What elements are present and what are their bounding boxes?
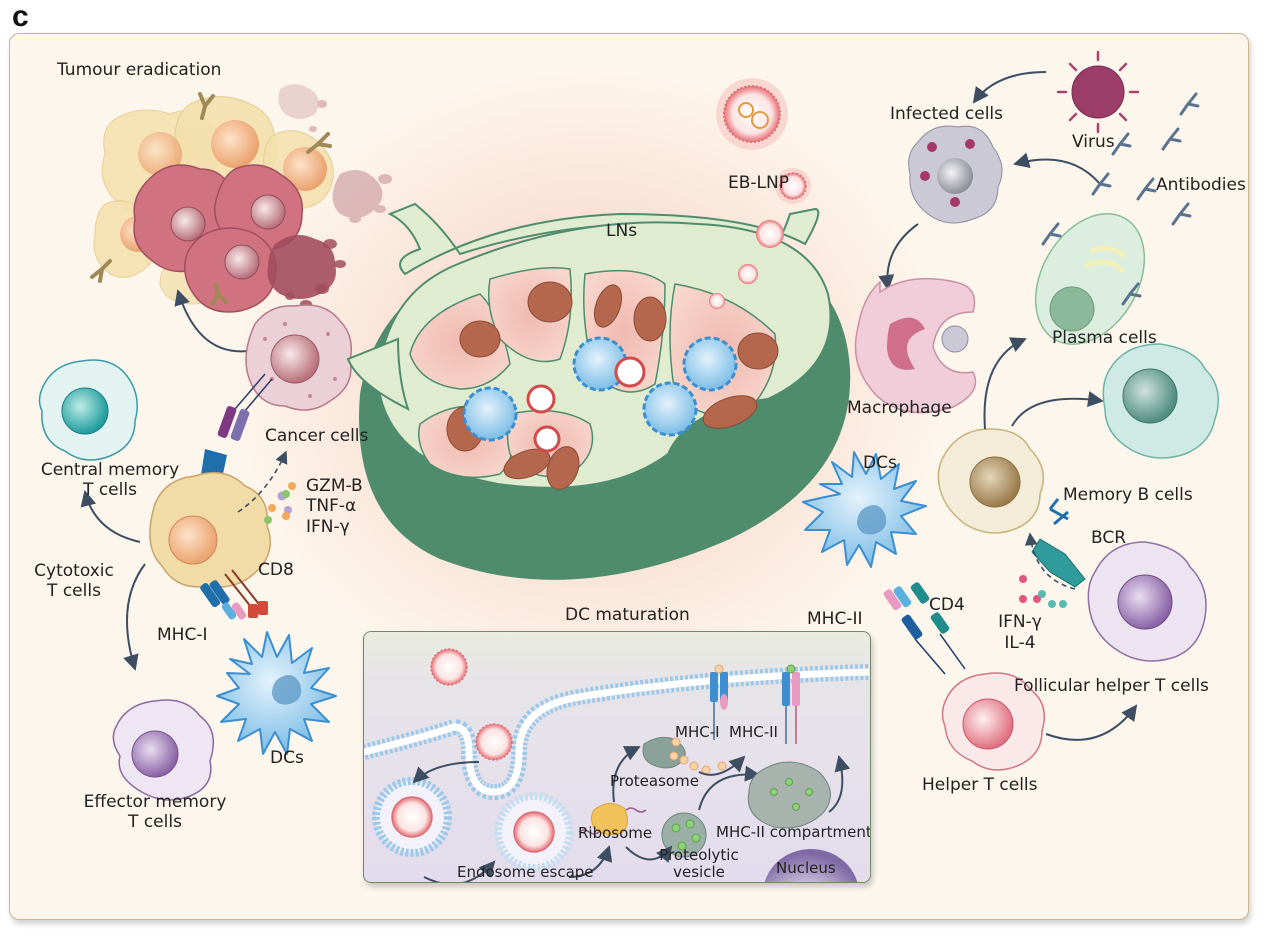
- label-cytokines-left: GZM-B TNF-α IFN-γ: [306, 476, 363, 537]
- arrow-virus-to-infected: [972, 71, 1047, 104]
- label-follicular-helper-t-cells: Follicular helper T cells: [1014, 676, 1209, 696]
- label-eb-lnp: EB-LNP: [728, 173, 789, 193]
- memory-b-cell-icon: [1102, 343, 1220, 459]
- label-line: Central memory: [40, 460, 180, 480]
- inset-label-proteolytic-vesicle: Proteolytic vesicle: [654, 846, 744, 882]
- label-cd8: CD8: [258, 560, 294, 580]
- label-cytokines-right: IFN-γ IL-4: [990, 612, 1050, 655]
- label-line: vesicle: [673, 863, 725, 882]
- label-ifn-gamma: IFN-γ: [306, 516, 350, 537]
- antibody-icons: [1041, 92, 1200, 306]
- arrow-to-effector-memory: [123, 563, 146, 671]
- bcr-complex: [1031, 498, 1086, 588]
- follicular-helper-t-cell-icon: [1087, 541, 1207, 662]
- label-central-memory-t-cells: Central memory T cells: [30, 460, 190, 500]
- label-tumour-eradication: Tumour eradication: [57, 60, 222, 80]
- lymph-node-icon: [346, 202, 851, 580]
- label-lns: LNs: [606, 221, 638, 241]
- figure-panel: Tumour eradication Cancer cells Central …: [9, 33, 1249, 920]
- illustration: [38, 50, 1220, 801]
- inset-label-nucleus: Nucleus: [776, 859, 836, 877]
- cytotoxic-t-cell-icon: [149, 471, 272, 620]
- label-plasma-cells: Plasma cells: [1052, 328, 1157, 348]
- label-helper-t-cells: Helper T cells: [922, 775, 1038, 795]
- label-ifn-gamma-right: IFN-γ: [998, 612, 1042, 632]
- label-virus: Virus: [1072, 132, 1115, 152]
- label-tnf-alpha: TNF-α: [306, 496, 357, 517]
- mhc-molecules: [710, 664, 800, 744]
- label-gzm-b: GZM-B: [306, 476, 363, 496]
- dendritic-cell-icon: [216, 631, 337, 755]
- dendritic-cell-right-icon: [802, 451, 927, 568]
- label-dcs-left: DCs: [270, 748, 304, 768]
- arrow-to-follicular: [1045, 704, 1138, 741]
- label-line: T cells: [83, 479, 137, 500]
- label-infected-cells: Infected cells: [890, 104, 1004, 124]
- eb-lnp-particles: [716, 78, 811, 204]
- infected-cell-icon: [908, 125, 1003, 224]
- macrophage-icon: [854, 277, 977, 414]
- inset-label-ribosome: Ribosome: [578, 824, 653, 842]
- cytokine-arrow: [237, 450, 288, 513]
- cd4-mhc-ii-complex: [883, 582, 966, 675]
- dying-cancer-cell: [267, 235, 336, 299]
- label-line: T cells: [128, 811, 182, 832]
- label-macrophage: Macrophage: [847, 398, 952, 418]
- central-memory-t-cell-icon: [38, 359, 138, 461]
- inset-label-mhc-ii-compartment: MHC-II compartment: [716, 823, 871, 841]
- dc-maturation-inset: MHC-I MHC-II Proteasome Ribosome MHC-II …: [363, 631, 871, 883]
- label-bcr: BCR: [1091, 528, 1127, 548]
- label-effector-memory-t-cells: Effector memory T cells: [70, 792, 240, 832]
- tumour-cluster: [90, 84, 392, 313]
- ribosome-icon: [591, 803, 628, 836]
- label-line: Effector memory: [83, 792, 227, 812]
- label-line: Proteolytic: [659, 846, 739, 864]
- antibody-icon: [90, 92, 332, 306]
- arrow-plasma-to-infected: [1013, 152, 1101, 185]
- virus-icon: [1056, 50, 1140, 134]
- label-line: T cells: [47, 580, 101, 601]
- cytokine-dots: [264, 482, 296, 524]
- label-il-4: IL-4: [1004, 633, 1036, 654]
- inset-label-mhc-i: MHC-I: [675, 723, 720, 741]
- cytokine-dots-right: [1019, 575, 1067, 608]
- nucleus-icon: [764, 849, 858, 882]
- panel-letter: c: [12, 0, 29, 33]
- effector-memory-t-cell-icon: [112, 699, 215, 801]
- label-line: Cytotoxic: [34, 561, 114, 581]
- arrow-b-to-plasma: [983, 337, 1027, 430]
- inset-illustration: [364, 648, 870, 882]
- inset-label-proteasome: Proteasome: [610, 772, 699, 790]
- arrow-b-to-memory: [1011, 391, 1104, 427]
- inset-title: DC maturation: [565, 605, 690, 625]
- label-dcs-right: DCs: [863, 453, 897, 473]
- inset-label-endosome-escape: Endosome escape: [457, 863, 594, 881]
- cancer-cell-icon: [245, 304, 352, 411]
- arrow-to-tumour: [174, 289, 249, 353]
- helper-t-cell-icon: [941, 672, 1045, 771]
- label-cd4: CD4: [929, 595, 965, 615]
- label-mhc-ii-right: MHC-II: [807, 609, 863, 629]
- b-cell-icon: [937, 428, 1045, 534]
- proteolytic-vesicle-icon: [661, 812, 707, 858]
- cytokine-arrow-right: [1024, 532, 1076, 590]
- label-mhc-i-left: MHC-I: [157, 625, 208, 645]
- label-cytotoxic-t-cells: Cytotoxic T cells: [24, 561, 124, 601]
- arrow-to-central-memory: [80, 490, 141, 543]
- label-cancer-cells: Cancer cells: [265, 426, 369, 446]
- plasma-cell-icon: [1034, 213, 1146, 345]
- inset-label-mhc-ii: MHC-II: [729, 723, 778, 741]
- label-memory-b-cells: Memory B cells: [1063, 485, 1193, 505]
- arrow-infected-to-macrophage: [878, 223, 919, 291]
- mhc-ii-compartment-icon: [747, 761, 831, 829]
- label-antibodies: Antibodies: [1156, 175, 1246, 195]
